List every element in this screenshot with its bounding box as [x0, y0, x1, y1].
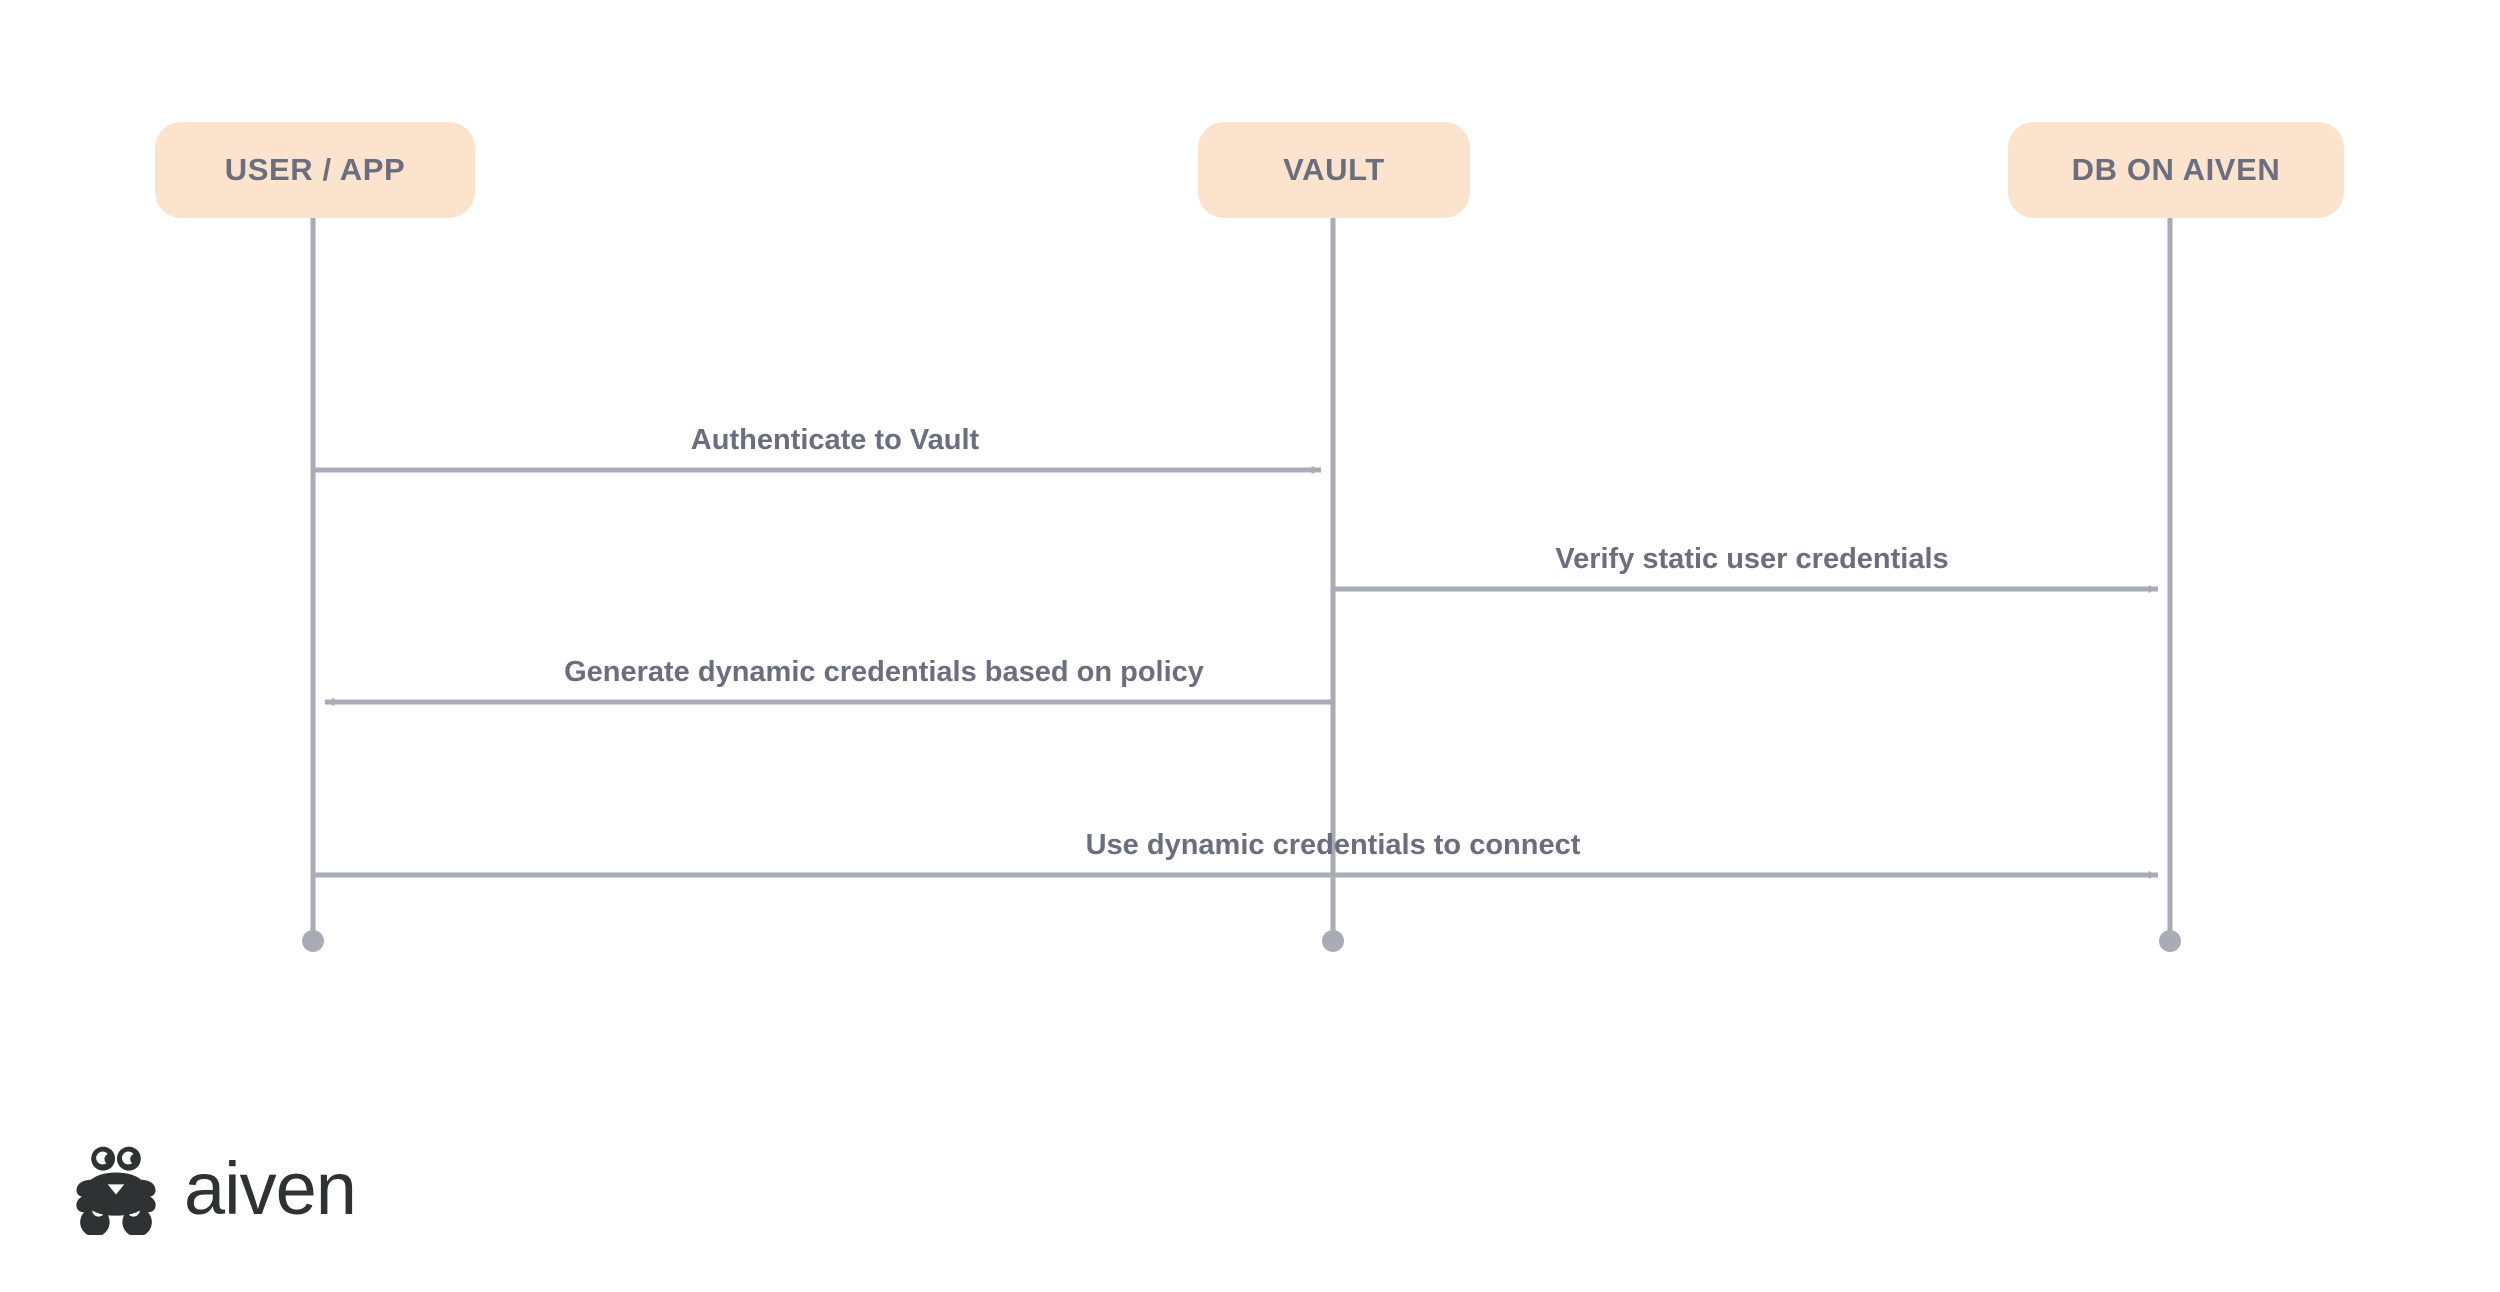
participant-label-db-on-aiven: DB ON AIVEN	[2071, 152, 2281, 187]
message-label-generate-dynamic-credentials: Generate dynamic credentials based on po…	[564, 656, 1204, 688]
participant-user-app[interactable]: USER / APP	[155, 122, 475, 218]
participant-db-on-aiven[interactable]: DB ON AIVEN	[2008, 122, 2344, 218]
message-label-authenticate-to-vault: Authenticate to Vault	[690, 424, 980, 456]
aiven-crab-icon	[76, 1146, 156, 1235]
participant-label-vault: VAULT	[1283, 152, 1385, 187]
brand-wordmark: aiven	[184, 1147, 357, 1230]
lifeline-end-dot-db-on-aiven	[2159, 930, 2181, 952]
brand-logo: aiven	[70, 1143, 357, 1235]
lifelines	[302, 213, 2181, 952]
lifeline-end-dot-user-app	[302, 930, 324, 952]
message-label-use-dynamic-credentials-to-connect: Use dynamic credentials to connect	[1085, 829, 1581, 861]
participant-vault[interactable]: VAULT	[1198, 122, 1470, 218]
lifeline-end-dot-vault	[1322, 930, 1344, 952]
message-arrows	[313, 466, 2159, 879]
message-label-verify-static-user-credentials: Verify static user credentials	[1555, 543, 1949, 575]
participant-label-user-app: USER / APP	[224, 152, 406, 187]
